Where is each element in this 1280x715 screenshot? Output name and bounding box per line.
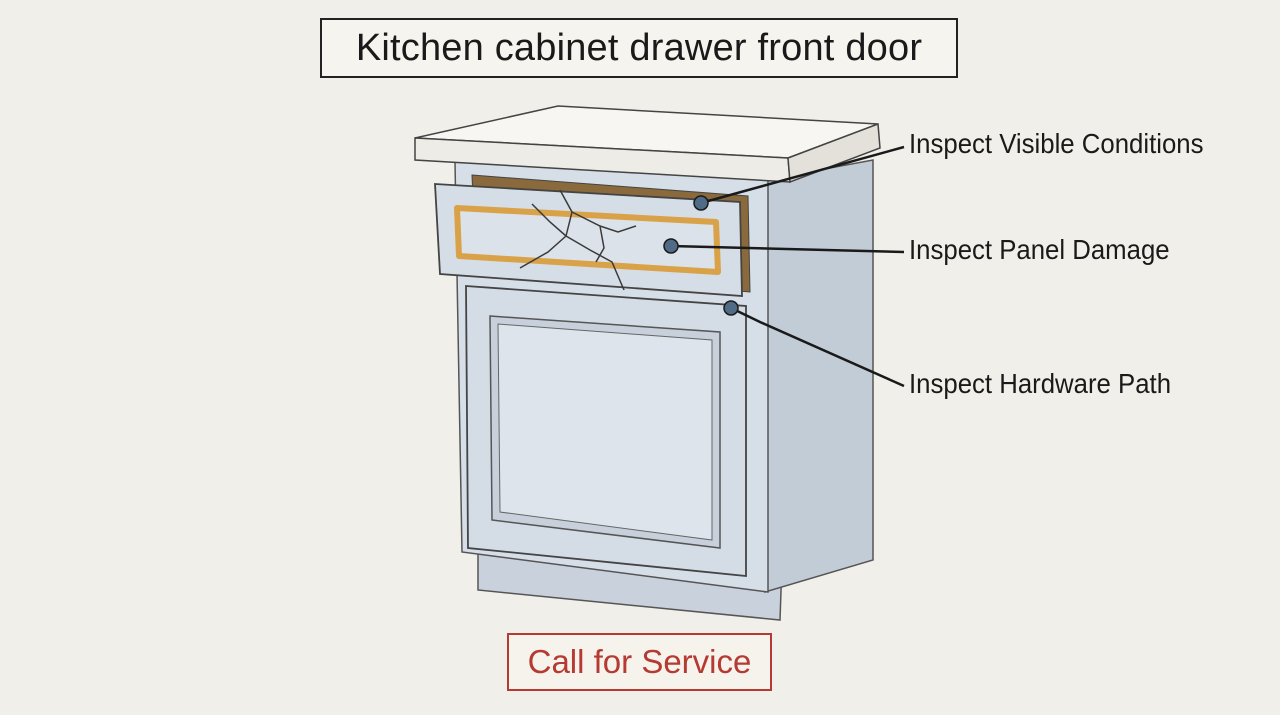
countertop-side-edge [787,122,881,184]
marker-panel-damage [663,238,679,254]
leader-line-panel-damage [670,244,905,254]
drawer-crack-lines [519,189,637,291]
leader-line-visible-conditions [700,145,905,205]
diagram-title: Kitchen cabinet drawer front door [320,18,958,78]
call-for-service-button[interactable]: Call for Service [507,633,772,691]
drawer-panel-damaged [454,205,721,275]
callout-visible-conditions: Inspect Visible Conditions [909,128,1204,159]
leader-line-hardware-path [730,306,905,388]
cabinet-side-panel [764,159,874,594]
callout-hardware-path: Inspect Hardware Path [909,368,1172,399]
marker-hardware-path [723,300,739,316]
marker-visible-conditions [693,195,709,211]
door-raised-panel [497,323,713,541]
callout-panel-damage: Inspect Panel Damage [909,234,1170,265]
